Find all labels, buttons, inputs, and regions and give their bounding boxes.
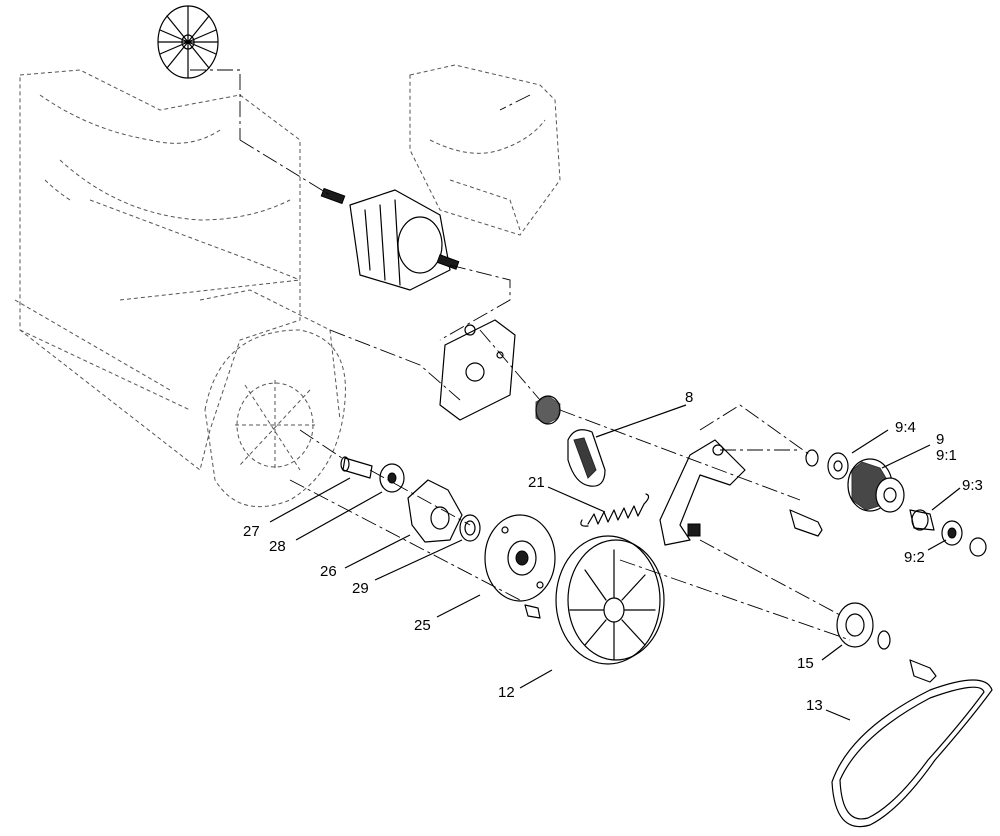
part-29-ring (459, 514, 481, 542)
part-9-3-bushing (909, 509, 935, 531)
lock-nut (969, 537, 987, 557)
callout-9: 9 (936, 431, 944, 448)
callout-9-3: 9:3 (962, 477, 983, 494)
callout-21: 21 (528, 474, 545, 491)
part-9-2-bearing (941, 520, 963, 546)
callout-9-2: 9:2 (904, 549, 925, 566)
drive-pulley (535, 395, 561, 425)
part-13-v-belt (831, 679, 993, 828)
chute-bracket-housing (409, 64, 561, 236)
part-28-washer (379, 463, 405, 493)
callout-15: 15 (797, 655, 814, 672)
callout-9-4: 9:4 (895, 419, 916, 436)
rear-housing (204, 329, 346, 508)
part-15-bearing (836, 602, 937, 683)
callout-12: 12 (498, 684, 515, 701)
impeller-fan (157, 5, 219, 79)
part-25-hub-plate (484, 514, 556, 619)
callout-29: 29 (352, 580, 369, 597)
idler-arm-bracket (659, 439, 746, 546)
callout-9-1: 9:1 (936, 447, 957, 464)
part-12-large-pulley (555, 535, 665, 665)
part-21-spring (580, 493, 650, 527)
callout-27: 27 (243, 523, 260, 540)
callout-8: 8 (685, 389, 693, 406)
callout-labels: 8 9:4 9 9:1 9:3 9:2 21 27 28 26 29 25 15… (243, 389, 983, 714)
callout-28: 28 (269, 538, 286, 555)
part-9-4-washer (805, 449, 849, 480)
motor-mount-plate (439, 319, 516, 421)
part-26-coupler (407, 479, 463, 543)
motor (320, 187, 460, 291)
pulley-shoulder-bolt (789, 509, 823, 537)
callout-26: 26 (320, 563, 337, 580)
part-8-toothed-belt (567, 429, 606, 487)
callout-13: 13 (806, 697, 823, 714)
auger-housing (14, 69, 341, 471)
part-9-idler-pulley (847, 458, 905, 513)
callout-leaders (269, 404, 961, 721)
callout-25: 25 (414, 617, 431, 634)
part-27-shaft (340, 456, 373, 479)
assembly-axis-lines (190, 69, 851, 641)
